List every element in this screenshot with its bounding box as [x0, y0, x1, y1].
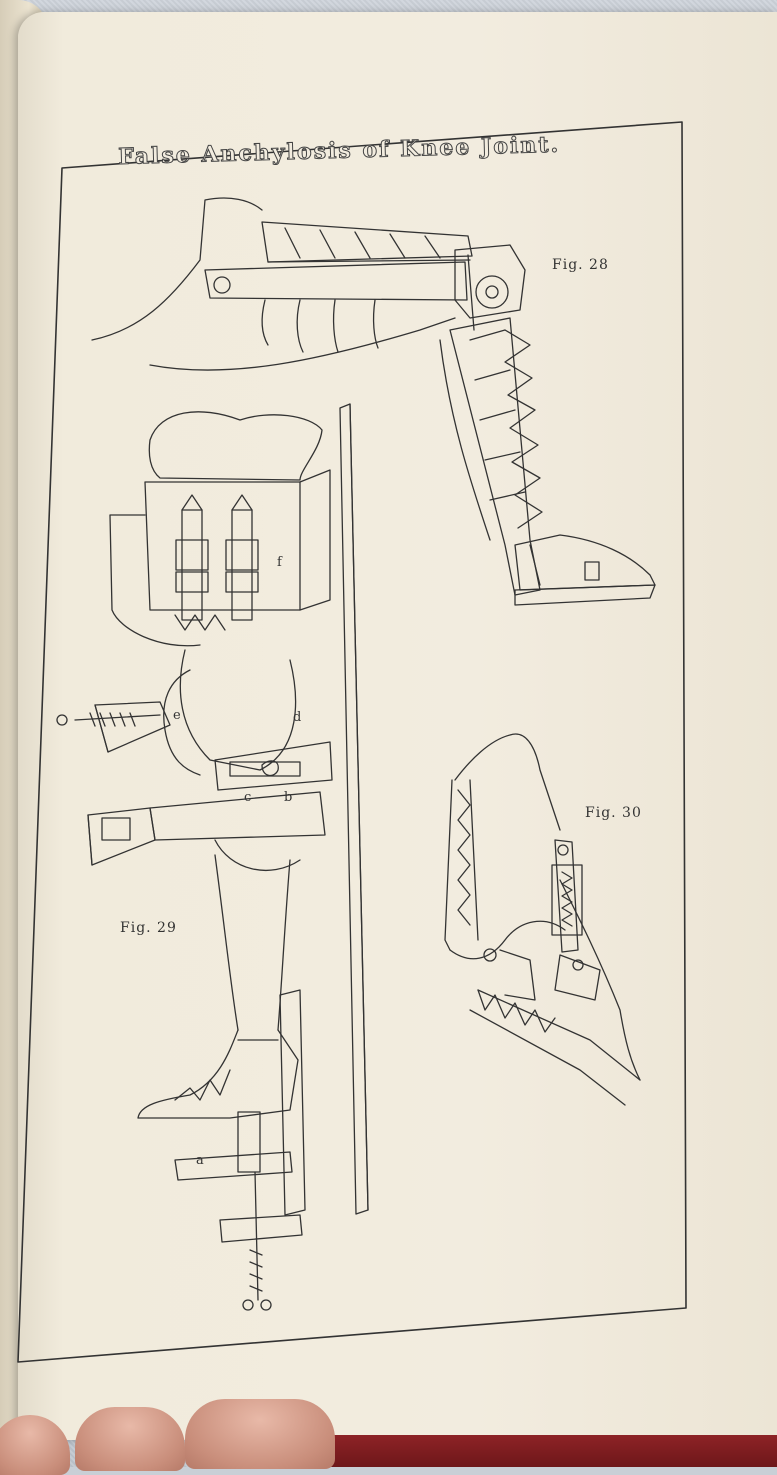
fig-29-label: Fig. 29 [120, 920, 177, 936]
finger-2 [75, 1407, 185, 1471]
part-label-f: f [277, 555, 282, 570]
plate-border [17, 121, 687, 1363]
part-label-c: c [244, 790, 252, 805]
holding-fingers [0, 1395, 360, 1475]
finger-1 [0, 1415, 70, 1475]
part-label-e: e [173, 708, 181, 723]
part-label-d: d [293, 710, 302, 725]
finger-3 [185, 1399, 335, 1469]
book-binding-edge [330, 1435, 777, 1467]
fig-30-label: Fig. 30 [585, 805, 642, 821]
book-page [18, 12, 777, 1440]
fig-30-drawing [444, 733, 641, 1106]
part-label-b: b [284, 790, 293, 805]
part-label-a: a [196, 1153, 204, 1168]
fig-28-label: Fig. 28 [552, 257, 609, 273]
fig-28-drawing [91, 197, 656, 606]
fig-29-drawing [56, 403, 369, 1311]
